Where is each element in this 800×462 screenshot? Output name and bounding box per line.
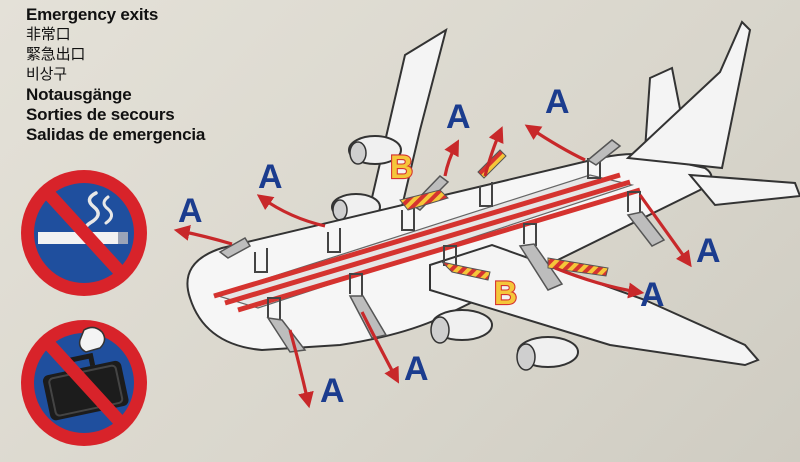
exit-label-b: B xyxy=(494,275,517,311)
exit-labels: A A A A A A A A B B xyxy=(178,83,721,410)
title-english: Emergency exits xyxy=(26,5,159,24)
exit-arrows xyxy=(173,124,692,409)
exit-arrow xyxy=(173,225,233,246)
exit-label-a: A xyxy=(404,350,429,388)
exit-arrow xyxy=(443,139,460,177)
title-block: Emergency exits 非常口 緊急出口 비상구 Notausgänge… xyxy=(26,5,205,145)
title-german: Notausgänge xyxy=(26,85,132,104)
exit-label-a: A xyxy=(258,158,283,196)
exit-arrow xyxy=(483,126,504,177)
exit-label-a: A xyxy=(446,98,471,136)
exit-arrow xyxy=(288,329,314,409)
no-smoking-icon xyxy=(21,170,147,296)
exit-arrow xyxy=(524,124,586,162)
exit-label-a: A xyxy=(320,372,345,410)
exit-arrow xyxy=(256,194,326,228)
exit-label-b: B xyxy=(390,149,413,185)
no-baggage-icon xyxy=(21,320,147,446)
title-japanese: 緊急出口 xyxy=(26,46,86,63)
airplane-illustration xyxy=(186,20,800,371)
exit-label-a: A xyxy=(640,276,665,314)
title-spanish: Salidas de emergencia xyxy=(26,125,206,144)
title-french: Sorties de secours xyxy=(26,105,175,124)
exit-arrow xyxy=(554,266,645,299)
exit-label-a: A xyxy=(696,232,721,270)
exit-arrow xyxy=(638,194,692,268)
title-korean: 비상구 xyxy=(26,66,67,83)
exit-label-a: A xyxy=(178,192,203,230)
title-chinese: 非常口 xyxy=(26,26,71,43)
exit-arrow xyxy=(360,311,400,384)
exit-label-a: A xyxy=(545,83,570,121)
